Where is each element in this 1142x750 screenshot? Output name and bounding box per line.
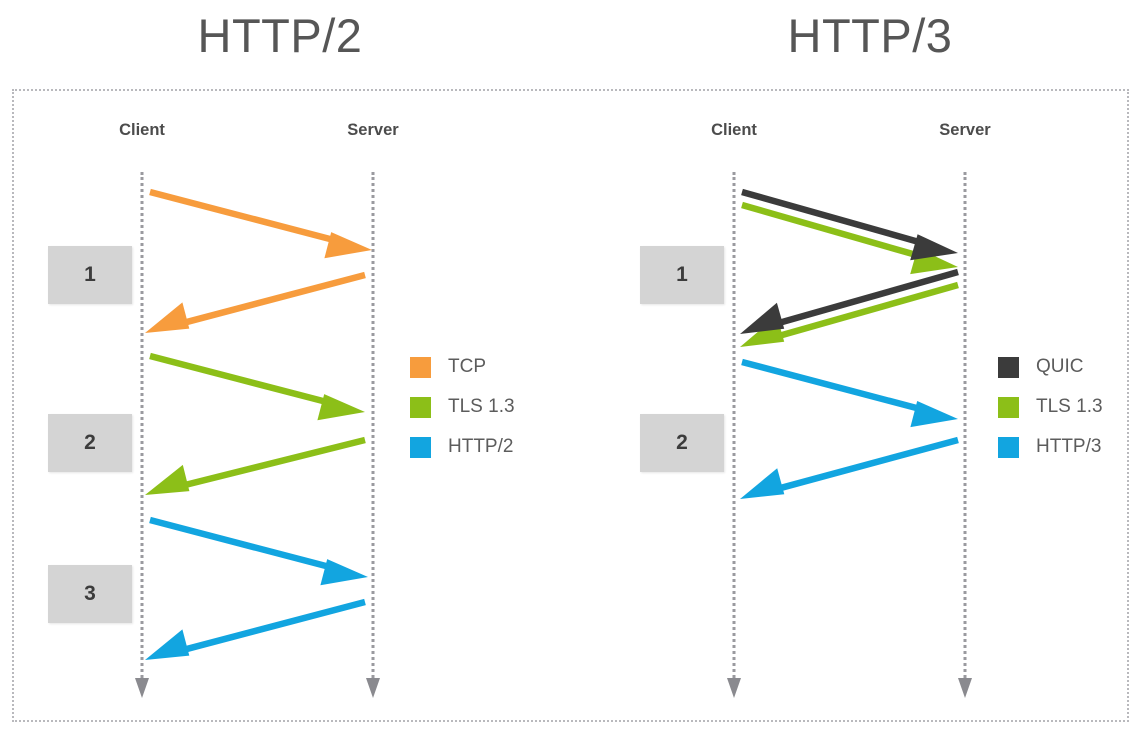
legend-swatch-quic-icon [998, 356, 1019, 378]
diagram-frame [12, 89, 1129, 722]
legend-swatch-tls-1-3-icon [998, 396, 1019, 418]
legend-item-http3-tls-1-3: TLS 1.3 [998, 387, 1103, 427]
legend-label: TLS 1.3 [1036, 396, 1103, 417]
step-box-http2-3: 3 [48, 565, 132, 623]
legend-item-http2-tls-1-3: TLS 1.3 [410, 387, 515, 427]
legend-swatch-tls-1-3-icon [410, 396, 431, 418]
lifeline-right-client [732, 172, 739, 684]
endpoint-label-left-server: Server [347, 121, 399, 139]
step-box-http2-2: 2 [48, 414, 132, 472]
legend-item-http3-http-3: HTTP/3 [998, 427, 1103, 467]
lifeline-right-server [963, 172, 970, 684]
legend-label: HTTP/3 [1036, 436, 1102, 457]
legend-label: HTTP/2 [448, 436, 514, 457]
legend-item-http3-quic: QUIC [998, 347, 1103, 387]
endpoint-label-right-client: Client [711, 121, 757, 139]
endpoint-label-right-server: Server [939, 121, 991, 139]
lifeline-left-client [140, 172, 147, 684]
legend-label: TCP [448, 356, 486, 377]
endpoint-label-left-client: Client [119, 121, 165, 139]
page-title-http3: HTTP/3 [787, 9, 953, 62]
step-box-http3-1: 1 [640, 246, 724, 304]
lifeline-left-server [371, 172, 378, 684]
step-box-http2-1: 1 [48, 246, 132, 304]
legend-label: TLS 1.3 [448, 396, 515, 417]
legend-label: QUIC [1036, 356, 1084, 377]
legend-item-http2-http-2: HTTP/2 [410, 427, 515, 467]
step-box-http3-2: 2 [640, 414, 724, 472]
legend-item-http2-tcp: TCP [410, 347, 515, 387]
legend-swatch-tcp-icon [410, 356, 431, 378]
page-title-http2: HTTP/2 [197, 9, 363, 62]
legend-swatch-http-3-icon [998, 436, 1019, 458]
legend-swatch-http-2-icon [410, 436, 431, 458]
